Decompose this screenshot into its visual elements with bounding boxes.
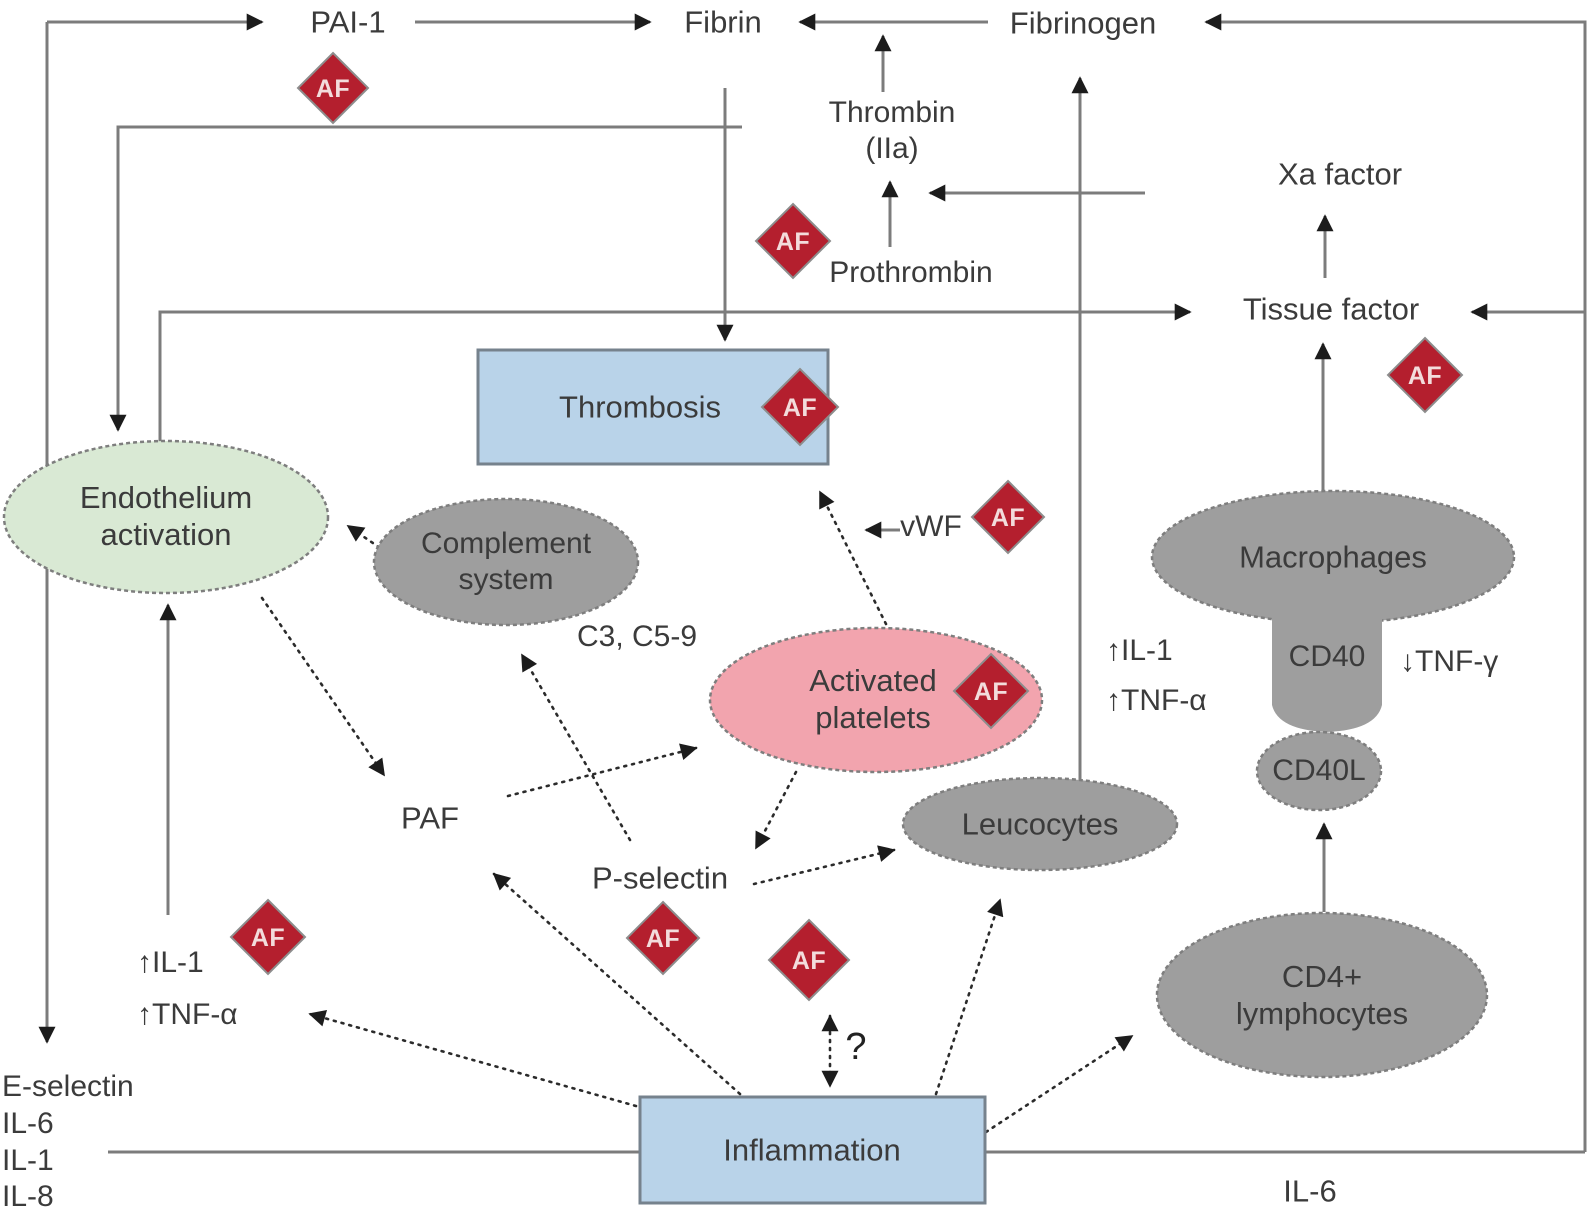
label-cd4-lymphocytes: CD4+ lymphocytes <box>1235 958 1409 1031</box>
af-diamond-p-selectin <box>625 900 701 976</box>
label-p-selectin: P-selectin <box>591 860 729 896</box>
label-il8: IL-8 <box>2 1180 54 1213</box>
label-inflammation: Inflammation <box>723 1132 901 1168</box>
label-tnf-gamma: ↓TNF-γ <box>1400 645 1499 678</box>
af-diamond-vwf <box>970 479 1046 555</box>
label-fibrinogen: Fibrinogen <box>1009 5 1157 41</box>
label-tnf-alpha-left: ↑TNF-α <box>137 998 238 1031</box>
label-cd40: CD40 <box>1288 640 1366 673</box>
af-label: AF <box>991 504 1025 532</box>
label-tissue-factor: Tissue factor <box>1242 291 1420 327</box>
cd40l-ellipse <box>1255 730 1383 812</box>
arrow-p-selectin-to-complement <box>520 653 632 842</box>
label-il1-right: ↑IL-1 <box>1106 634 1173 667</box>
inflammation-box <box>638 1095 987 1205</box>
af-diamond-platelets <box>952 652 1030 730</box>
label-il6-left: IL-6 <box>2 1107 54 1140</box>
arrow-platelets-to-thrombosis <box>818 490 888 626</box>
arrow-platelets-to-p-selectin <box>754 770 798 850</box>
complement-ellipse <box>372 497 640 627</box>
af-label: AF <box>646 925 680 953</box>
arrow-paf-to-platelets <box>506 743 698 798</box>
af-label: AF <box>783 394 817 422</box>
label-question: ? <box>845 1026 867 1069</box>
label-thrombin: Thrombin (IIa) <box>828 96 956 165</box>
arrow-right-loop-to-fibrinogen <box>1204 13 1587 1152</box>
label-prothrombin: Prothrombin <box>829 256 993 289</box>
cd4-ellipse <box>1155 911 1489 1079</box>
arrow-endothelium-to-paf <box>260 596 386 777</box>
platelets-ellipse <box>708 626 1044 774</box>
arrow-inflammation-to-leucocytes <box>934 898 1004 1096</box>
label-cd40l: CD40L <box>1272 754 1366 787</box>
label-tnf-alpha-right: ↑TNF-α <box>1106 684 1207 717</box>
label-xa-factor: Xa factor <box>1277 156 1403 192</box>
label-c3-c59: C3, C5-9 <box>576 620 698 653</box>
af-label: AF <box>792 947 826 975</box>
arrow-p-selectin-to-leucocytes <box>752 845 896 886</box>
label-pai1: PAI-1 <box>310 4 386 40</box>
label-e-selectin: E-selectin <box>2 1070 134 1103</box>
label-il1-left: ↑IL-1 <box>137 946 204 979</box>
arrow-inflammation-to-cd4 <box>984 1034 1134 1134</box>
label-macrophages: Macrophages <box>1239 539 1427 575</box>
af-diamond-prothrombin <box>754 202 832 280</box>
label-fibrin: Fibrin <box>684 4 762 40</box>
af-diamond-tissue-factor <box>1386 336 1464 414</box>
label-thrombosis: Thrombosis <box>559 389 721 425</box>
af-label: AF <box>251 924 285 952</box>
label-complement: Complement system <box>420 527 592 596</box>
af-label: AF <box>974 678 1008 706</box>
arrow-inflammation-to-paf <box>492 872 742 1096</box>
af-label: AF <box>776 228 810 256</box>
af-diamond-thrombosis <box>760 367 840 447</box>
arrow-elbow-to-endothelium <box>109 125 742 432</box>
label-il1-list: IL-1 <box>2 1144 54 1177</box>
arrow-inflammation-to-tnf <box>308 1009 638 1108</box>
arrow-endothelium-to-tissue-factor <box>158 303 1192 450</box>
label-paf: PAF <box>401 800 459 836</box>
af-label: AF <box>316 75 350 103</box>
af-markers: AF AF AF AF AF AF AF AF AF <box>229 51 1464 1002</box>
label-endothelium: Endothelium activation <box>79 479 253 552</box>
af-diamond-question <box>767 918 851 1002</box>
leucocytes-ellipse <box>901 776 1179 872</box>
af-diamond-il1 <box>229 898 307 976</box>
label-leucocytes: Leucocytes <box>961 806 1119 842</box>
interaction-arrows <box>260 490 1134 1134</box>
label-vwf: vWF <box>900 510 962 543</box>
label-activated-platelets: Activated platelets <box>809 662 937 735</box>
endothelium-ellipse <box>2 439 330 595</box>
af-label: AF <box>1408 362 1442 390</box>
cd40-receptor-shape <box>1272 585 1382 732</box>
af-diamond-pai1 <box>296 51 370 125</box>
label-il6-bottom: IL-6 <box>1283 1173 1337 1209</box>
flow-lines <box>38 13 1587 1154</box>
